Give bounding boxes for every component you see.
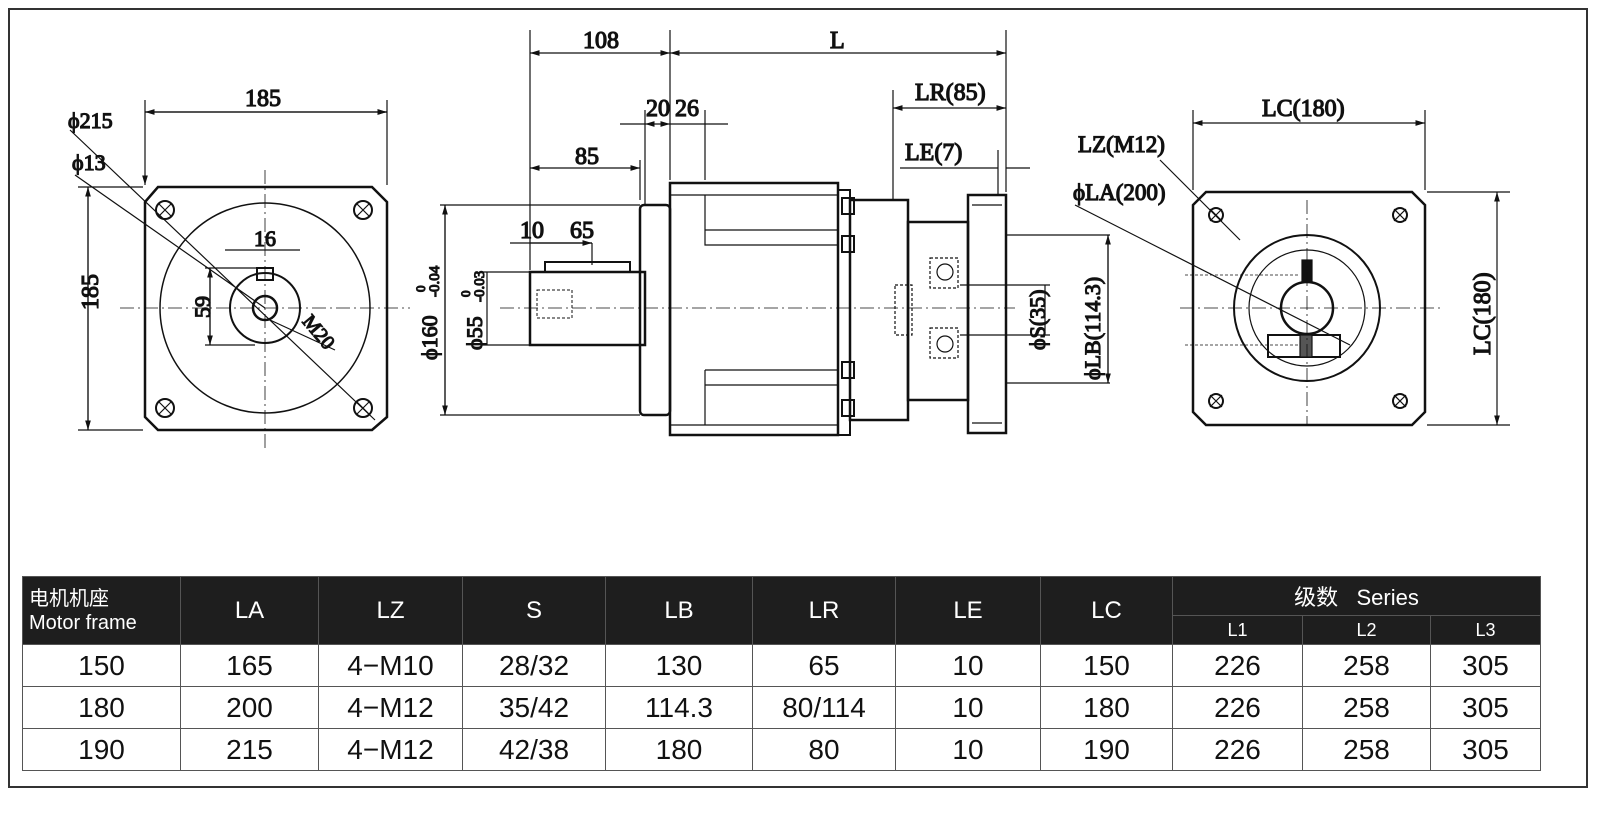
dim-LR: LR(85) <box>915 80 986 106</box>
dim-L: L <box>830 28 845 54</box>
header-LR: LR <box>752 576 896 645</box>
table-cell: 226 <box>1172 644 1303 687</box>
table-cell: 150 <box>22 644 181 687</box>
gearbox-side-view <box>440 30 1111 437</box>
table-cell: 180 <box>605 728 753 771</box>
dim-85: 85 <box>575 144 599 170</box>
output-flange-view <box>1074 110 1510 427</box>
table-cell: 190 <box>1040 728 1173 771</box>
dim-65: 65 <box>570 218 594 244</box>
dim-10: 10 <box>520 218 544 244</box>
table-cell: 226 <box>1172 686 1303 729</box>
dim-59: 59 <box>190 296 215 318</box>
header-series: 级数 Series <box>1171 576 1542 616</box>
header-L1: L1 <box>1172 615 1303 645</box>
header-LC: LC <box>1040 576 1173 645</box>
table-cell: 150 <box>1040 644 1173 687</box>
table-cell: 65 <box>752 644 896 687</box>
header-LE: LE <box>895 576 1041 645</box>
dim-key: 16 <box>254 226 276 251</box>
table-cell: 305 <box>1429 686 1542 729</box>
table-cell: 114.3 <box>605 686 753 729</box>
header-motor-frame: 电机机座 Motor frame <box>22 576 181 645</box>
dim-108: 108 <box>583 28 619 54</box>
table-cell: 215 <box>180 728 319 771</box>
table-cell: 4−M12 <box>318 686 463 729</box>
table-cell: 10 <box>895 644 1041 687</box>
dim-d13: ϕ13 <box>72 150 106 175</box>
dim-width: 185 <box>245 86 281 112</box>
table-cell: 165 <box>180 644 319 687</box>
table-cell: 305 <box>1429 644 1542 687</box>
dim-height: 185 <box>78 274 104 310</box>
table-cell: 258 <box>1302 644 1431 687</box>
dim-S: ϕS(35) <box>1025 290 1050 350</box>
table-cell: 10 <box>895 728 1041 771</box>
dim-LZ: LZ(M12) <box>1078 132 1165 157</box>
table-cell: 4−M10 <box>318 644 463 687</box>
table-cell: 4−M12 <box>318 728 463 771</box>
dim-26: 26 <box>675 96 699 122</box>
dim-d215: ϕ215 <box>68 108 113 133</box>
input-flange-view <box>69 100 410 450</box>
dim-d160-tol-upper: 0 <box>413 286 428 293</box>
table-cell: 305 <box>1429 728 1542 771</box>
header-LB: LB <box>605 576 753 645</box>
dim-LA: ϕLA(200) <box>1073 180 1166 205</box>
header-LA: LA <box>180 576 319 645</box>
dim-thread: M20 <box>298 311 339 354</box>
motor-frame-en: Motor frame <box>29 611 137 634</box>
dim-d160: ϕ160 <box>417 315 442 360</box>
header-LZ: LZ <box>318 576 463 645</box>
dim-LB: ϕLB(114.3) <box>1080 277 1105 380</box>
table-cell: 42/38 <box>462 728 606 771</box>
dim-d160-tol-lower: -0.04 <box>427 265 443 297</box>
dim-LC-side: LC(180) <box>1470 272 1496 355</box>
table-cell: 180 <box>22 686 181 729</box>
header-L3: L3 <box>1429 615 1542 645</box>
bolt-hole-icon <box>1208 207 1408 409</box>
dim-d55: ϕ55 <box>462 316 487 350</box>
header-S: S <box>462 576 606 645</box>
dim-d55-tol-lower: -0.03 <box>472 271 488 302</box>
table-cell: 226 <box>1172 728 1303 771</box>
motor-frame-cn: 电机机座 <box>29 587 109 610</box>
drawing-frame <box>8 8 1588 788</box>
technical-drawing: 185 185 ϕ215 ϕ13 16 59 M20 108 <box>67 27 1510 450</box>
table-cell: 258 <box>1302 686 1431 729</box>
table-cell: 80/114 <box>752 686 896 729</box>
table-cell: 35/42 <box>462 686 606 729</box>
table-cell: 10 <box>895 686 1041 729</box>
header-L2: L2 <box>1302 615 1431 645</box>
table-cell: 80 <box>752 728 896 771</box>
dim-d55-tol-upper: 0 <box>458 291 473 298</box>
table-cell: 200 <box>180 686 319 729</box>
table-cell: 28/32 <box>462 644 606 687</box>
table-cell: 258 <box>1302 728 1431 771</box>
table-cell: 180 <box>1040 686 1173 729</box>
spec-table: 电机机座 Motor frame LA LZ S LB LR LE LC 级数 … <box>22 576 1542 771</box>
dim-20: 20 <box>646 96 670 122</box>
dim-LC-top: LC(180) <box>1262 96 1345 122</box>
dim-LE: LE(7) <box>905 140 962 166</box>
table-cell: 130 <box>605 644 753 687</box>
table-cell: 190 <box>22 728 181 771</box>
